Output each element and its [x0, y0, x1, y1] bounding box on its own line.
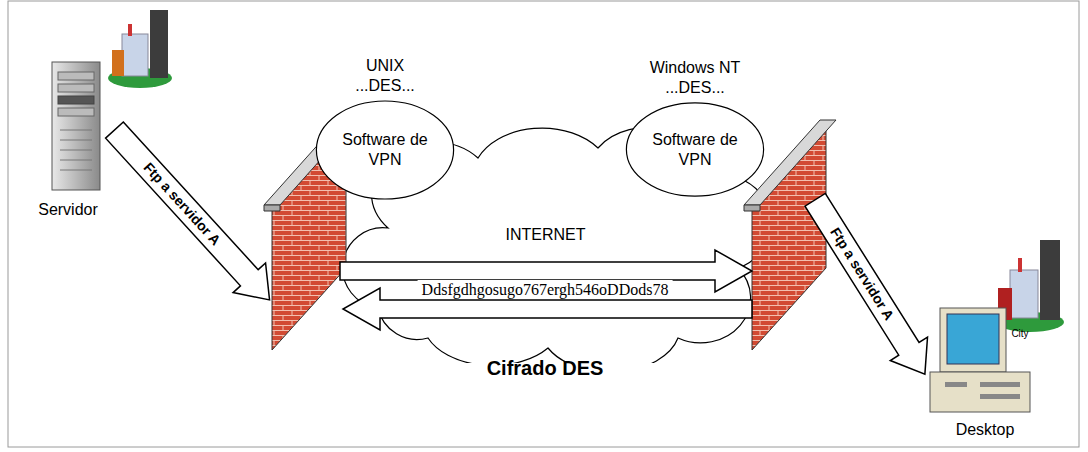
cloud-label: INTERNET	[318, 226, 773, 244]
ciphertext-label: Ddsfgdhgosugo767ergh546oDDods78	[418, 280, 673, 299]
caption-label: Servidor	[38, 200, 98, 219]
system-heading: Windows NT ...DES...	[643, 58, 747, 98]
ftp-arrow	[98, 115, 286, 315]
frame	[8, 1, 1079, 447]
desktop-icon	[930, 308, 1030, 412]
caption-label: Cifrado DES	[487, 356, 604, 380]
vpn-ellipse: UNIX ...DES...Software de VPN	[315, 100, 455, 200]
ellipse-label: Software de VPN	[645, 130, 745, 170]
caption-label: Desktop	[956, 420, 1015, 439]
ellipse-outline	[625, 102, 765, 197]
city-icon	[108, 10, 172, 88]
caption-label: City	[1011, 328, 1028, 340]
ellipse-outline	[315, 100, 455, 200]
system-heading: UNIX ...DES...	[345, 56, 425, 96]
ftp-arrow	[796, 188, 943, 386]
arrow-label: Ftp a servidor A	[140, 159, 224, 249]
vpn-ellipse: Windows NT ...DES...Software de VPN	[625, 102, 765, 197]
arrow-label: Ftp a servidor A	[827, 225, 898, 324]
ellipse-label: Software de VPN	[335, 130, 435, 170]
server-icon	[52, 62, 100, 190]
